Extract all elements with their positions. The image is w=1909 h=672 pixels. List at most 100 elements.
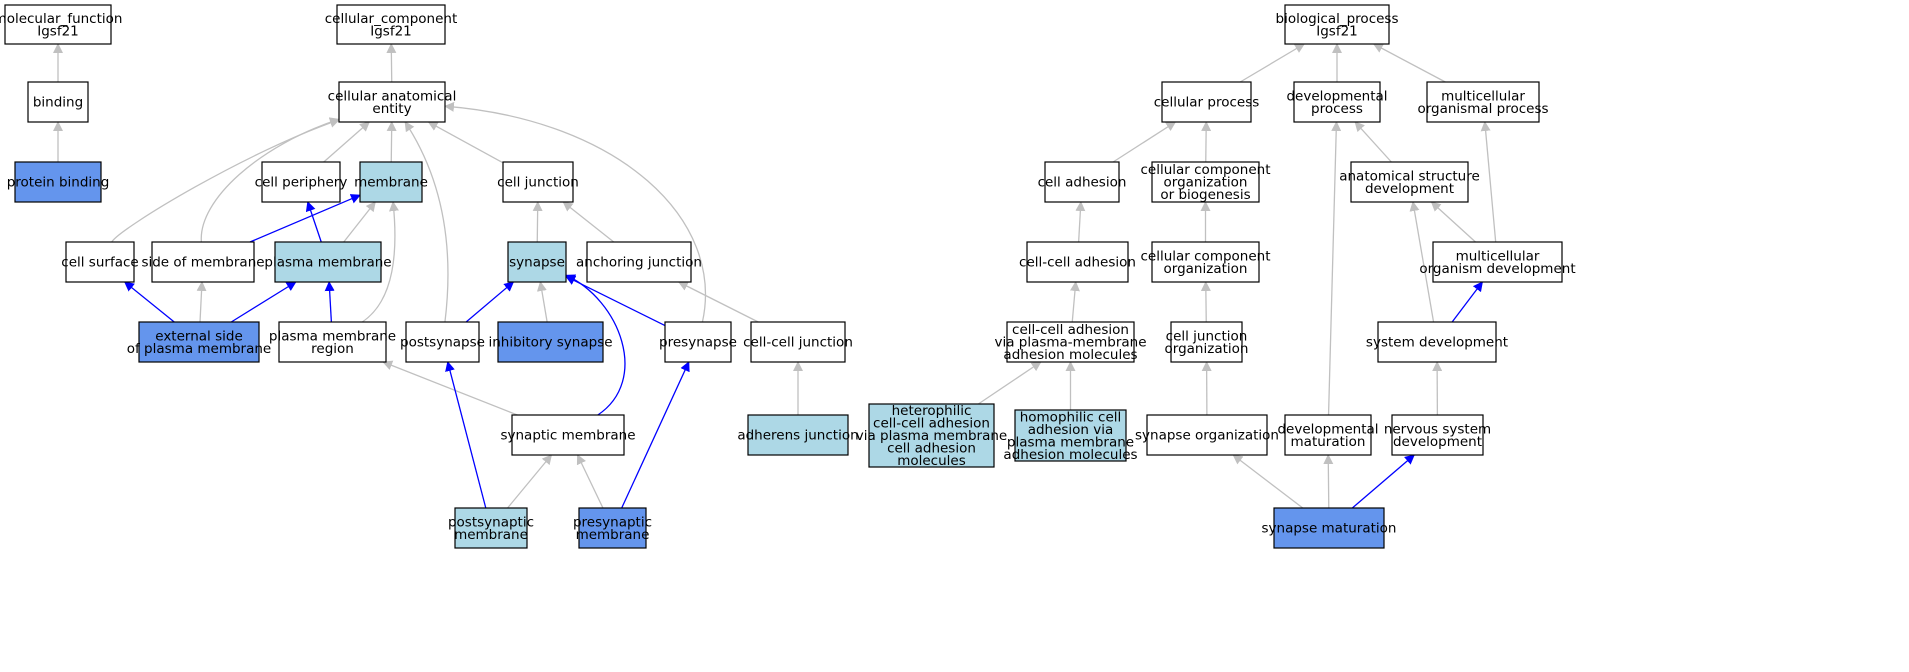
edge-ccomp_org_biogen-to-cellular_process [1201,121,1212,163]
node-box [1293,81,1381,123]
edge-postsynapse-to-synapse [465,281,515,323]
edge-syn_membrane-to-synapse [565,274,626,416]
node-label-line: postsynaptic [448,514,534,530]
node-box [1377,321,1497,363]
edge-system_dev-to-anat_struct_dev [1409,201,1435,323]
edge-postsyn_membrane-to-syn_membrane [507,454,553,509]
node-label-line: adherens junction [737,428,858,444]
node-plasma-membrane[interactable]: plasma membrane [264,241,392,283]
node-syn-membrane[interactable]: synaptic membrane [500,414,636,456]
node-box [151,241,255,283]
node-label-line: cell junction [497,175,579,191]
node-system-dev[interactable]: system development [1366,321,1508,363]
node-inhib-synapse[interactable]: inhibitory synapse [488,321,613,363]
node-cellular-process[interactable]: cellular process [1154,81,1260,123]
node-box [454,507,528,549]
node-cell-surface[interactable]: cell surface [61,241,139,283]
node-membrane[interactable]: membrane [354,161,428,203]
node-label-line: cellular component [1140,248,1270,264]
node-box [1006,321,1135,363]
edge-postsynapse-to-cell_anat [404,121,449,323]
node-box [1426,81,1540,123]
node-label-line: presynapse [659,335,737,351]
edge-pm_region-to-plasma_membrane [324,281,335,323]
node-label-line: Igsf21 [37,23,79,39]
node-cc-adhesion[interactable]: cell-cell adhesion [1019,241,1136,283]
node-label-line: membrane [454,527,528,543]
node-box [274,241,382,283]
node-side-membrane[interactable]: side of membrane [141,241,265,283]
node-anchoring-junction[interactable]: anchoring junction [576,241,702,283]
node-label-line: cell-cell adhesion [1019,255,1136,271]
node-label-line: development [1365,181,1454,197]
node-cc-junction[interactable]: cell-cell junction [743,321,853,363]
edge-multi_org_dev-to-multi_org_process [1480,121,1497,243]
edge-side_membrane-to-cell_anat [200,117,340,243]
node-box [338,81,446,123]
node-box [405,321,480,363]
node-synapse[interactable]: synapse [507,241,567,283]
edge-cc_adhesion-to-cell_adhesion [1075,201,1086,243]
node-box [1273,507,1385,549]
node-box [27,81,89,123]
node-box [1151,241,1260,283]
edge-syn_membrane-to-pm_region [382,360,518,416]
node-presynapse[interactable]: presynapse [659,321,737,363]
node-cell-periphery[interactable]: cell periphery [255,161,348,203]
node-box [1350,161,1469,203]
node-label-line: entity [372,101,411,117]
edge-inhib_synapse-to-synapse [536,281,548,323]
node-binding[interactable]: binding [27,81,89,123]
node-label-line: developmental [1286,88,1387,104]
node-box [1151,161,1260,203]
edge-ext_side_pm-to-side_membrane [196,281,207,323]
node-protein-binding[interactable]: protein binding [7,161,110,203]
node-label-line: organism development [1419,261,1575,277]
node-synapse-maturation[interactable]: synapse maturation [1261,507,1397,549]
node-label-line: synapse organization [1135,428,1279,444]
node-label-line: cell junction [1166,328,1248,344]
edge-cell_junction-to-cell_anat [427,121,504,164]
node-label-line: molecular_function [0,11,122,27]
node-label-line: protein binding [7,175,110,191]
node-adherens-junction[interactable]: adherens junction [737,414,859,456]
node-label-line: process [1311,101,1363,117]
node-label-line: adhesion via [1028,422,1114,438]
node-label-line: cell surface [61,255,138,271]
edge-synapse_maturation-to-ns_dev [1351,454,1415,509]
node-synapse-org[interactable]: synapse organization [1135,414,1279,456]
node-box [497,321,604,363]
node-postsynapse[interactable]: postsynapse [400,321,485,363]
node-box [750,321,846,363]
edge-presynapse-to-cell_anat [444,101,707,323]
edge-cell_periphery-to-cell_anat [323,121,371,163]
node-cell-junction[interactable]: cell junction [497,161,579,203]
edge-cellular_process-to-bp_root [1239,43,1306,83]
node-label-line: molecules [897,453,966,469]
node-label-line: anatomical structure [1339,168,1480,184]
edge-presyn_membrane-to-presynapse [621,361,690,509]
node-cell-adhesion[interactable]: cell adhesion [1038,161,1127,203]
node-label-line: membrane [576,527,650,543]
